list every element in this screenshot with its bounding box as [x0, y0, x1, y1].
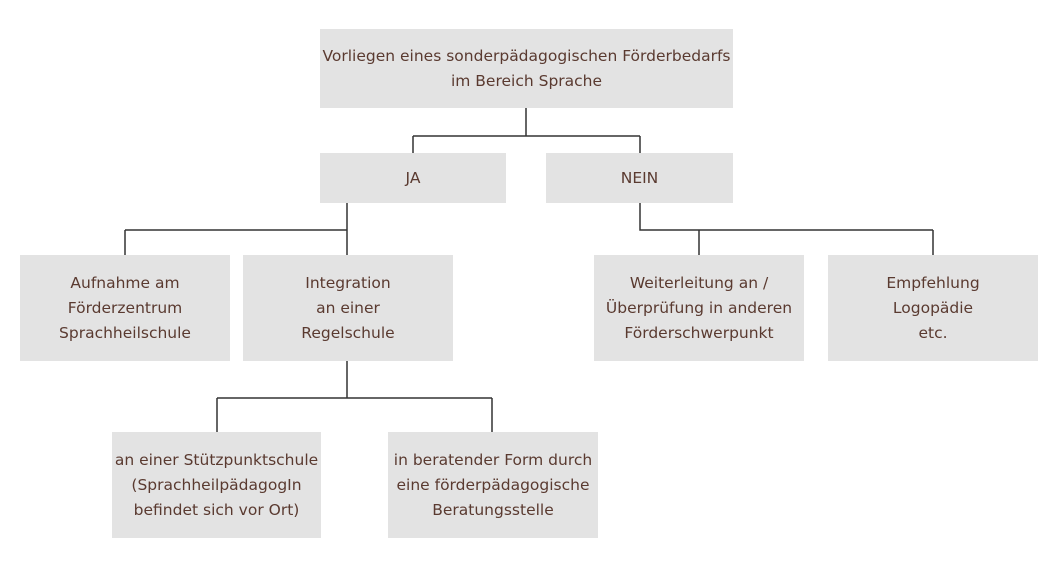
node-ja-label: JA [405, 168, 421, 187]
node-weiterleitung: Weiterleitung an / Überprüfung in andere… [594, 255, 804, 361]
node-foerderzentrum-line2: Förderzentrum [67, 298, 183, 317]
connector-nein [639, 203, 934, 255]
node-beratungsstelle-line3: Beratungsstelle [432, 500, 554, 519]
node-beratungsstelle-line2: eine förderpädagogische [396, 475, 590, 494]
node-root-line1: Vorliegen eines sonderpädagogischen Förd… [322, 46, 731, 65]
node-stuetzpunktschule-line2: (SprachheilpädagogIn [131, 475, 302, 494]
node-nein: NEIN [546, 153, 733, 203]
connector-integration [216, 360, 493, 432]
node-integration-line1: Integration [305, 273, 391, 292]
node-foerderzentrum-line1: Aufnahme am [70, 273, 180, 292]
node-stuetzpunktschule-line1: an einer Stützpunktschule [114, 450, 319, 469]
node-root: Vorliegen eines sonderpädagogischen Förd… [320, 29, 733, 108]
node-foerderzentrum-line3: Sprachheilschule [59, 323, 191, 342]
node-beratungsstelle: in beratender Form durch eine förderpäda… [388, 432, 598, 538]
connector-root [412, 108, 641, 153]
node-stuetzpunktschule: an einer Stützpunktschule (Sprachheilpäd… [112, 432, 321, 538]
node-integration: Integration an einer Regelschule [243, 255, 453, 361]
node-weiterleitung-line3: Förderschwerpunkt [624, 323, 774, 342]
node-stuetzpunktschule-line3: befindet sich vor Ort) [133, 500, 300, 519]
node-ja: JA [320, 153, 506, 203]
node-weiterleitung-line1: Weiterleitung an / [629, 273, 769, 292]
node-beratungsstelle-line1: in beratender Form durch [393, 450, 593, 469]
node-integration-line2: an einer [316, 298, 380, 317]
node-foerderzentrum: Aufnahme am Förderzentrum Sprachheilschu… [20, 255, 230, 361]
node-integration-line3: Regelschule [301, 323, 395, 342]
node-root-line2: im Bereich Sprache [450, 71, 603, 90]
connector-ja [124, 203, 348, 255]
node-nein-label: NEIN [620, 168, 659, 187]
node-empfehlung: Empfehlung Logopädie etc. [828, 255, 1038, 361]
node-weiterleitung-line2: Überprüfung in anderen [605, 298, 793, 317]
node-empfehlung-line1: Empfehlung [886, 273, 980, 292]
node-empfehlung-line3: etc. [918, 323, 948, 342]
node-empfehlung-line2: Logopädie [892, 298, 974, 317]
